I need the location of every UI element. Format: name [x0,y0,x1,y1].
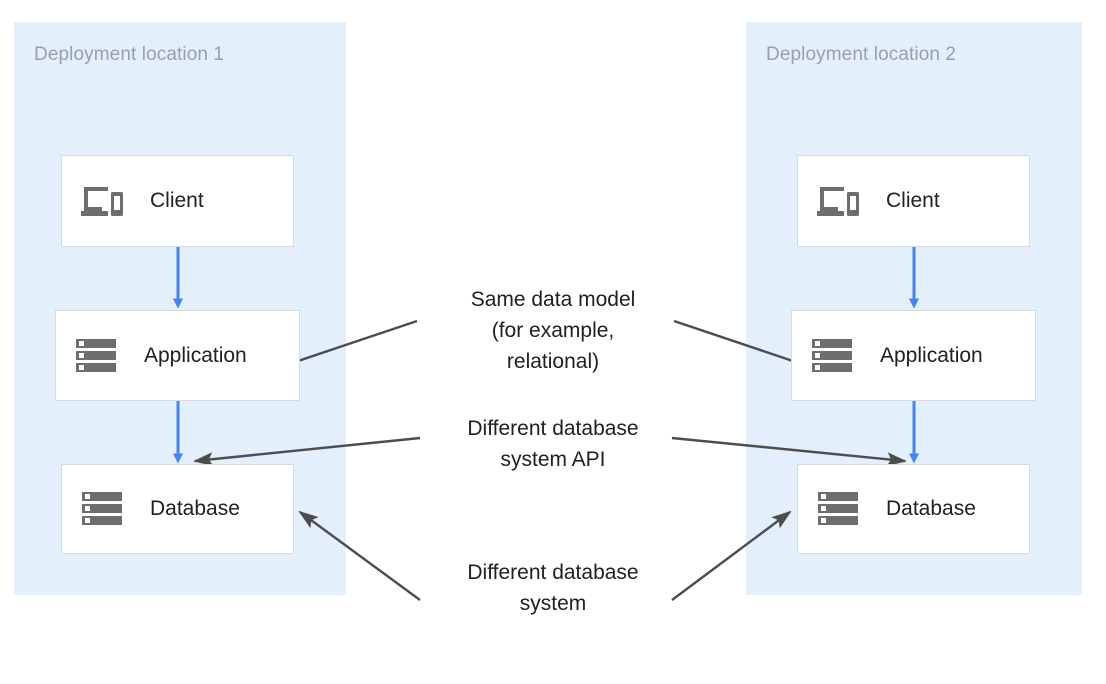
node-database-2[interactable]: Database [797,464,1030,554]
deployment-zone-1-title: Deployment location 1 [34,44,225,65]
server-stack-icon [80,489,124,529]
node-application-1[interactable]: Application [55,310,300,401]
client-devices-icon [80,181,124,221]
node-client-1-label: Client [150,189,204,212]
node-client-2[interactable]: Client [797,155,1030,247]
node-application-1-label: Application [144,343,247,367]
server-stack-icon [816,489,860,529]
server-stack-icon [74,336,118,376]
node-client-2-label: Client [886,189,940,212]
node-database-1-label: Database [150,497,240,520]
client-devices-icon [816,181,860,221]
node-application-2[interactable]: Application [791,310,1036,401]
node-database-2-label: Database [886,497,976,520]
annotation-same-data-model: Same data model (for example, relational… [470,288,636,373]
node-client-1[interactable]: Client [61,155,294,247]
node-database-1[interactable]: Database [61,464,294,554]
deployment-zone-2-title: Deployment location 2 [766,44,957,65]
annotation-different-database-system-api: Different database system API [467,417,639,471]
annotation-different-database-system: Different database system [467,561,639,615]
server-stack-icon [810,336,854,376]
node-application-2-label: Application [880,343,983,367]
